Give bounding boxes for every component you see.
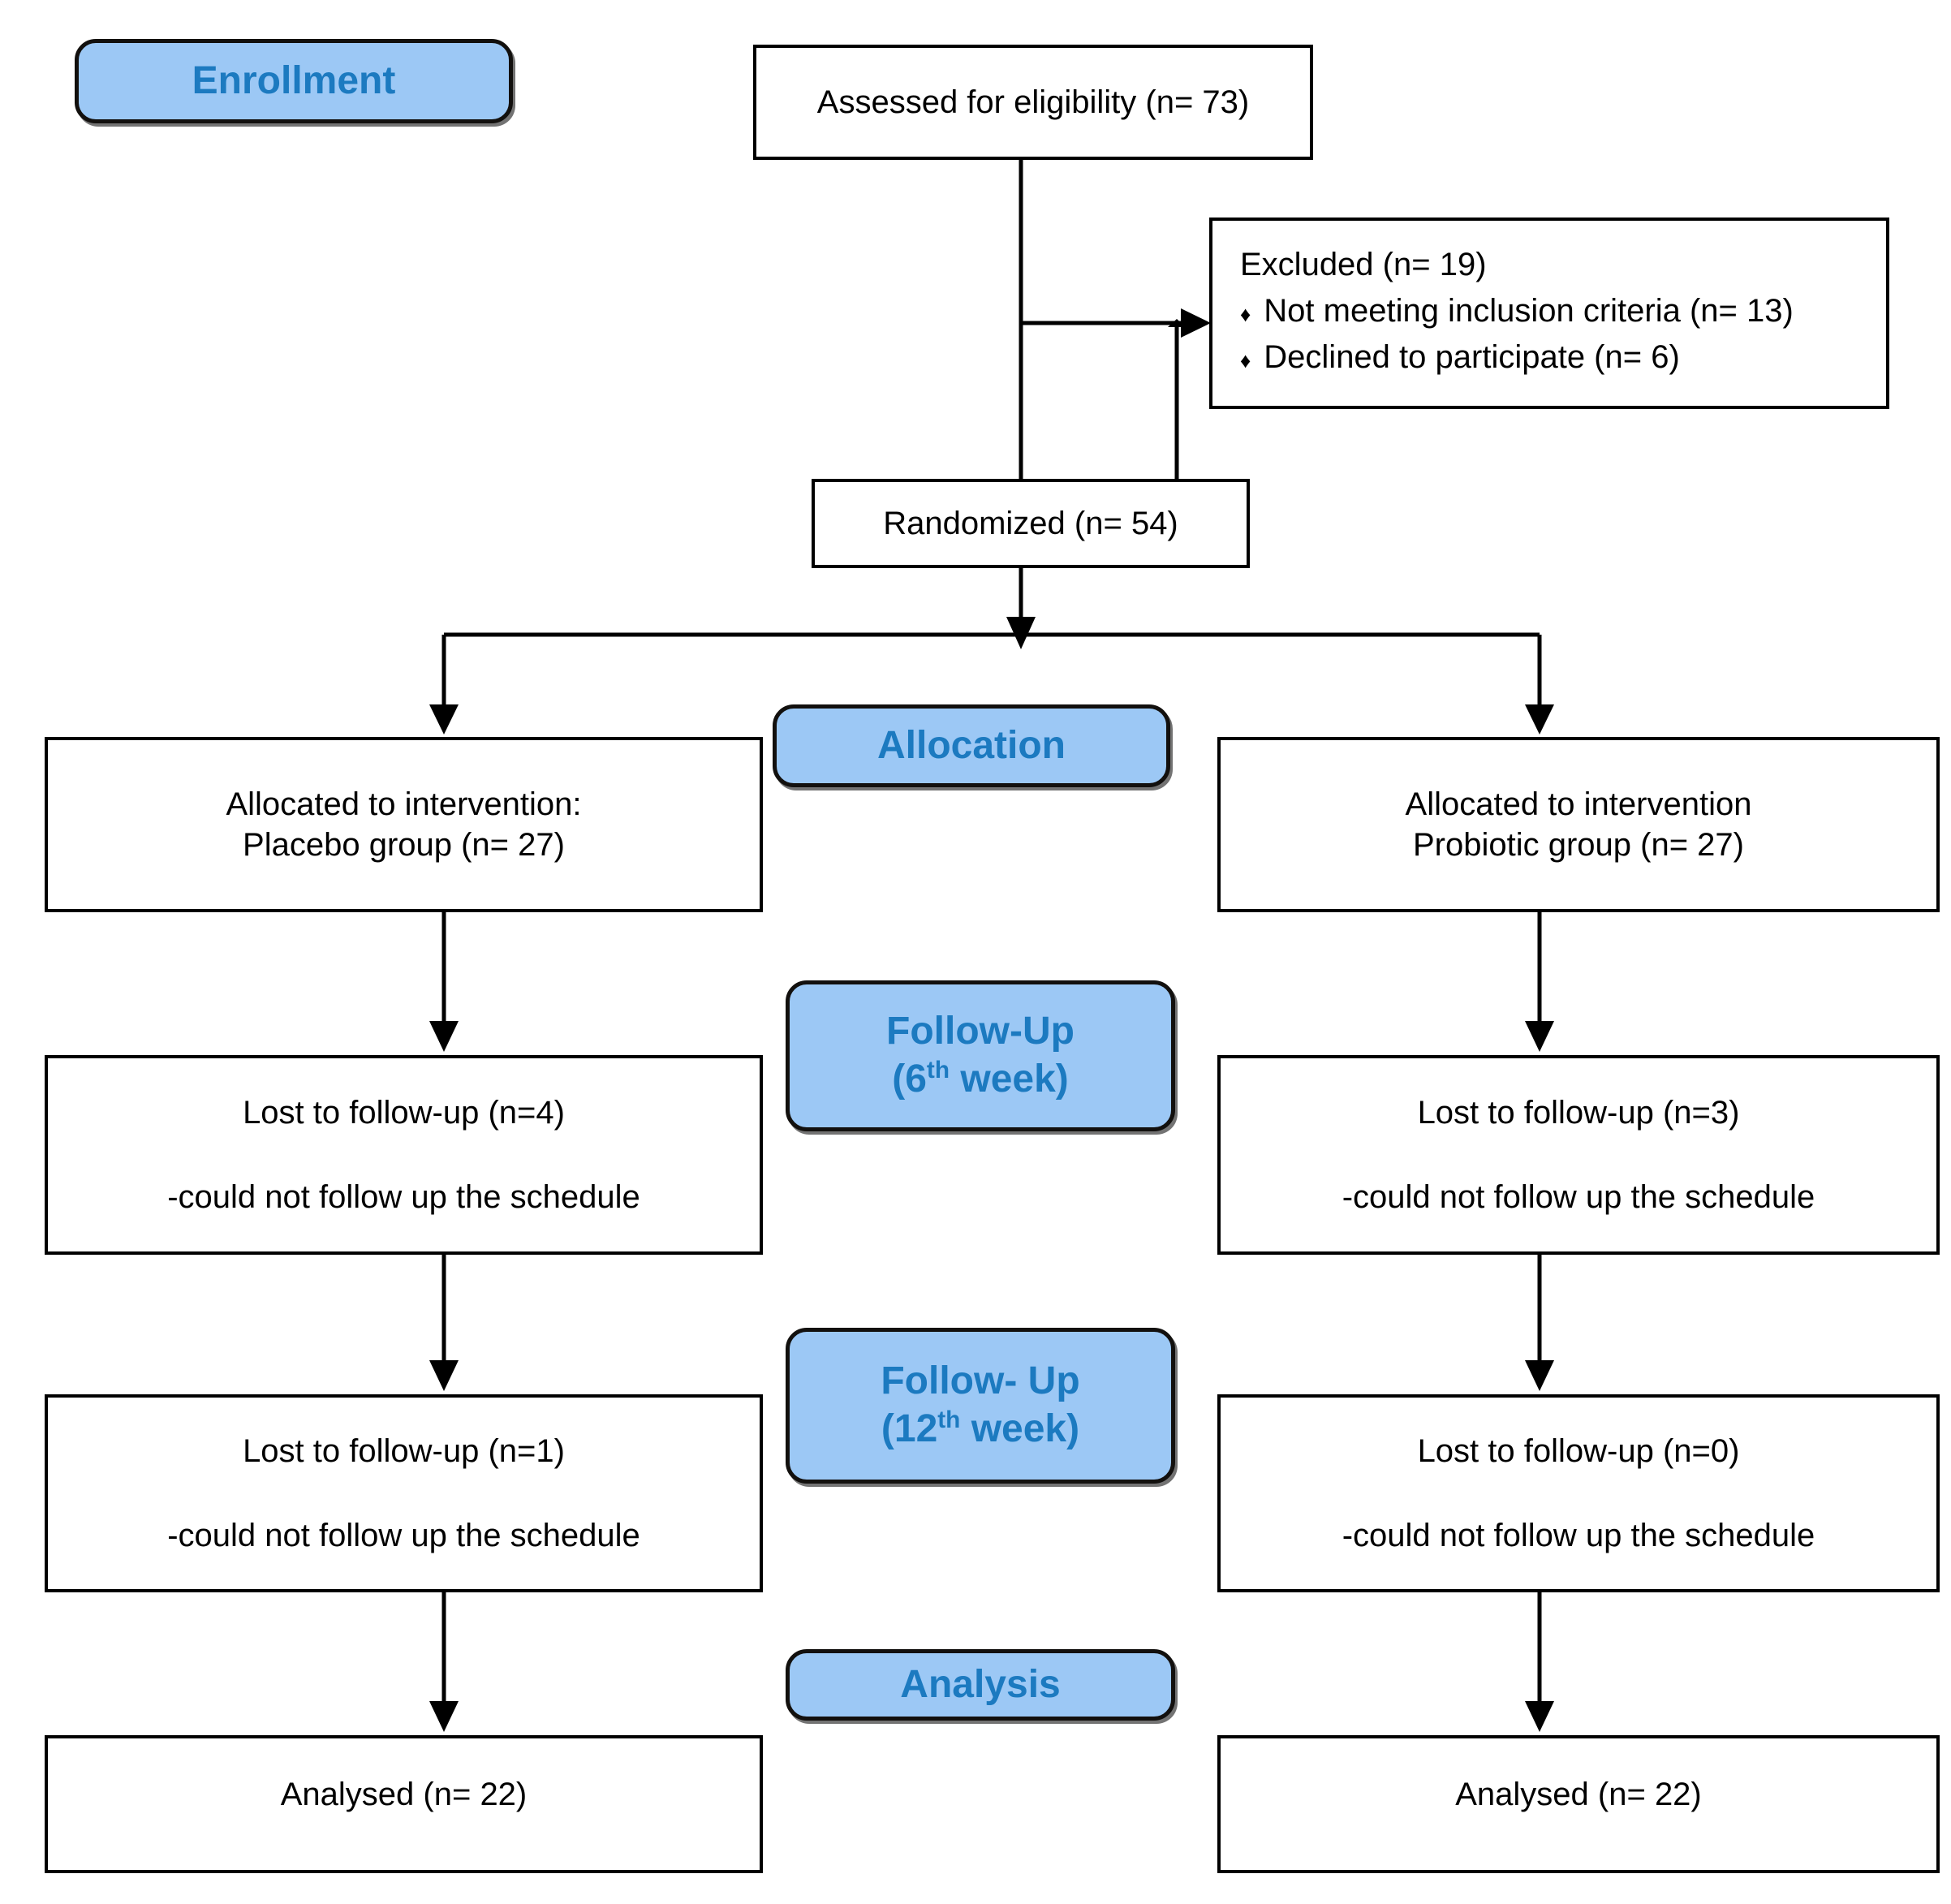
lost12-left-line2: -could not follow up the schedule [167,1518,640,1553]
box-lost-followup-12w-placebo: Lost to follow-up (n=1) -could not follo… [45,1394,763,1592]
analysed-left-label: Analysed (n= 22) [280,1777,528,1812]
lost12-right-line2: -could not follow up the schedule [1342,1518,1815,1553]
assessed-label: Assessed for eligibility (n= 73) [816,84,1250,120]
diamond-bullet-icon: ♦ [1240,347,1251,373]
box-allocated-placebo: Allocated to intervention: Placebo group… [45,737,763,912]
box-analysed-probiotic: Analysed (n= 22) [1217,1735,1940,1873]
excluded-reason-label: Not meeting inclusion criteria (n= 13) [1264,292,1794,329]
stage-label-analysis: Analysis [900,1662,1061,1706]
lost12-left-line1: Lost to follow-up (n=1) [243,1433,565,1469]
stage-badge-allocation: Allocation [773,704,1170,787]
lost6-right-line1: Lost to follow-up (n=3) [1417,1095,1740,1131]
box-lost-followup-6w-probiotic: Lost to follow-up (n=3) -could not follo… [1217,1055,1940,1255]
lost12-right-line1: Lost to follow-up (n=0) [1417,1433,1740,1469]
randomized-label: Randomized (n= 54) [883,506,1178,541]
diamond-bullet-icon: ♦ [1240,301,1251,326]
alloc-left-line1: Allocated to intervention: [226,786,582,822]
box-excluded: Excluded (n= 19) ♦ Not meeting inclusion… [1209,218,1889,409]
excluded-reason-list: ♦ Not meeting inclusion criteria (n= 13)… [1240,288,1794,381]
lost6-right-line2: -could not follow up the schedule [1342,1179,1815,1215]
alloc-right-line2: Probiotic group (n= 27) [1412,827,1744,863]
list-item: ♦ Declined to participate (n= 6) [1240,334,1794,381]
stage-label-followup12-line2: (12th week) [881,1406,1080,1450]
excluded-title: Excluded (n= 19) [1240,246,1487,282]
lost6-left-line2: -could not follow up the schedule [167,1179,640,1215]
box-lost-followup-12w-probiotic: Lost to follow-up (n=0) -could not follo… [1217,1394,1940,1592]
box-analysed-placebo: Analysed (n= 22) [45,1735,763,1873]
stage-label-allocation: Allocation [876,723,1066,767]
alloc-right-line1: Allocated to intervention [1405,786,1752,822]
box-lost-followup-6w-placebo: Lost to follow-up (n=4) -could not follo… [45,1055,763,1255]
box-randomized: Randomized (n= 54) [812,479,1250,568]
analysed-right-label: Analysed (n= 22) [1455,1777,1702,1812]
stage-label-enrollment: Enrollment [192,58,396,102]
excluded-reason-label: Declined to participate (n= 6) [1264,338,1680,375]
lost6-left-line1: Lost to follow-up (n=4) [243,1095,565,1131]
stage-label-followup6-line1: Follow-Up [886,1010,1075,1053]
stage-badge-enrollment: Enrollment [75,39,513,123]
stage-badge-followup-6th-week: Follow-Up (6th week) [786,980,1175,1131]
stage-label-followup12-line1: Follow- Up [881,1359,1080,1403]
stage-badge-analysis: Analysis [786,1649,1175,1721]
list-item: ♦ Not meeting inclusion criteria (n= 13) [1240,288,1794,334]
stage-badge-followup-12th-week: Follow- Up (12th week) [786,1328,1175,1484]
alloc-left-line2: Placebo group (n= 27) [243,827,565,863]
box-allocated-probiotic: Allocated to intervention Probiotic grou… [1217,737,1940,912]
box-assessed-for-eligibility: Assessed for eligibility (n= 73) [753,45,1313,160]
stage-label-followup6-line2: (6th week) [892,1057,1069,1101]
